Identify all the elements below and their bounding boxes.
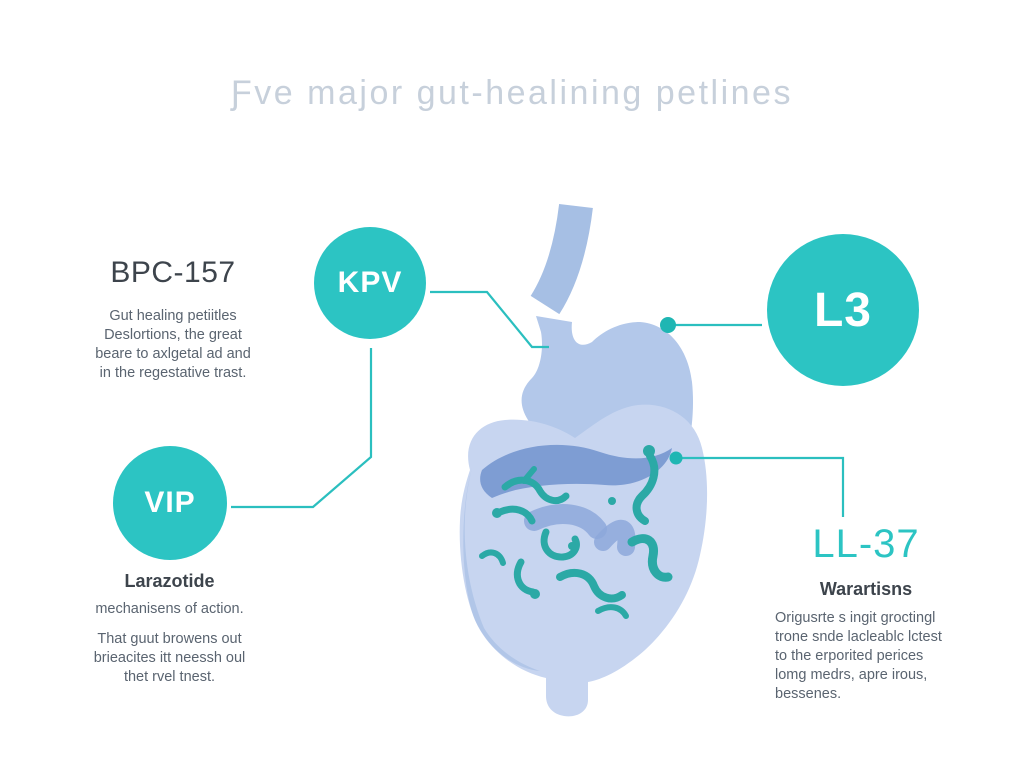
intestine-to-ll37-line [676,456,845,517]
larazotide-paragraph: That guut browens out brieacites itt nee… [63,630,276,687]
intestine-shape [459,404,708,717]
stomach-dot [660,317,676,333]
bpc157-line: in the regestative trast. [99,365,247,381]
bpc157-block: BPC-157 Gut healing petiitles Deslortion… [58,256,288,383]
kpv-circle: KPV [314,227,426,339]
bpc157-line: Deslortions, the great [104,327,242,343]
intestine-dot [669,451,683,465]
worm-squiggles [479,445,673,619]
vip-label: VIP [144,486,196,519]
l3-label: L3 [813,283,872,337]
vip-circle: VIP [113,446,227,560]
ll37-subheading: Warartisns [819,579,913,599]
ll37-block: LL-37 Warartisns Origusrte s ingit groct… [775,522,957,704]
stomach-shape [474,316,694,628]
bpc157-heading: BPC-157 [110,256,236,289]
l3-circle: L3 [767,234,919,386]
bpc157-line: Gut healing petiitles [109,308,237,324]
ll37-line: to the erporited perices [775,648,924,664]
larazotide-heading: Larazotide [124,571,215,591]
page-title: Ƒve major gut-healining petlines [231,74,793,112]
dark-wave-accent [480,444,672,498]
larazotide-subheading: mechanisens of action. [95,601,244,617]
ll37-line: lomg medrs, apre irous, [775,667,928,683]
esophagus-shape [530,203,593,315]
kpv-label: KPV [337,266,403,299]
ll37-line: bessenes. [775,686,842,702]
larazotide-line: thet rvel tnest. [123,669,216,685]
larazotide-line: That guut browens out [97,631,242,647]
ll37-line: Origusrte s ingit groctingl [775,610,936,626]
larazotide-block: Larazotide mechanisens of action. That g… [63,571,276,687]
kpv-to-stomach-line [430,290,549,349]
bpc157-line: beare to axlgetal ad and [95,346,251,362]
larazotide-line: brieacites itt neessh oul [93,650,246,666]
bpc157-paragraph: Gut healing petiitles Deslortions, the g… [58,307,288,383]
ll37-paragraph: Origusrte s ingit groctingl trone snde l… [775,609,957,704]
ll37-line: trone snde lacleablc lctest [775,629,942,645]
ll37-heading: LL-37 [812,522,920,566]
